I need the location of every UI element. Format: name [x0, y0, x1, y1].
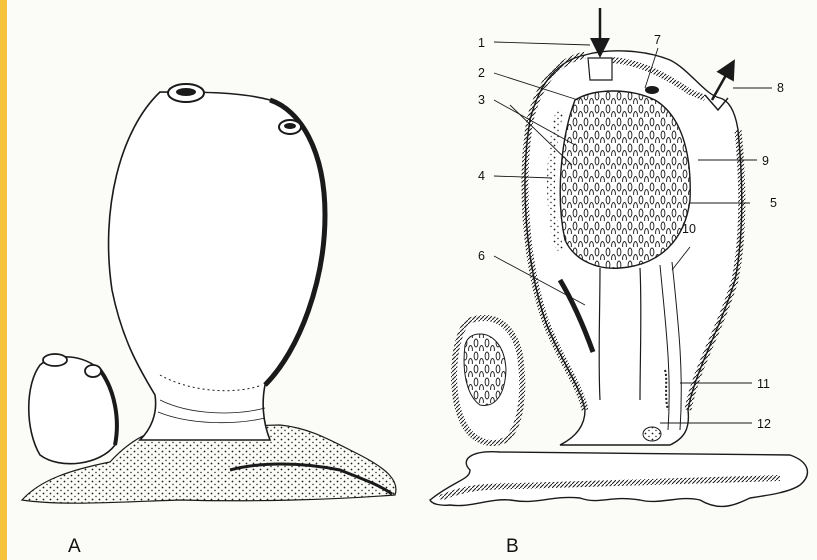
- callout-6: 6: [478, 249, 485, 263]
- callout-5: 5: [770, 196, 777, 210]
- panel-label-a: A: [68, 536, 81, 558]
- callout-4: 4: [478, 169, 485, 183]
- ascidian-external-drawing: [22, 84, 396, 503]
- callout-11: 11: [757, 377, 770, 391]
- callout-12: 12: [757, 417, 771, 431]
- callout-8: 8: [777, 81, 784, 95]
- callout-3: 3: [478, 93, 485, 107]
- gonad: [643, 427, 661, 441]
- callout-1: 1: [478, 36, 485, 50]
- panel-label-b: B: [506, 536, 519, 558]
- callout-9: 9: [762, 154, 769, 168]
- callout-2: 2: [478, 66, 485, 80]
- outflow-arrow: [712, 68, 730, 100]
- main-body-outline: [109, 92, 325, 440]
- callout-10: 10: [682, 222, 696, 236]
- callout-7: 7: [654, 33, 661, 47]
- ascidian-section-diagram: 1 2 3 4 5 6 7 8 9 10 11 12: [430, 8, 807, 506]
- branchial-basket: [560, 91, 690, 268]
